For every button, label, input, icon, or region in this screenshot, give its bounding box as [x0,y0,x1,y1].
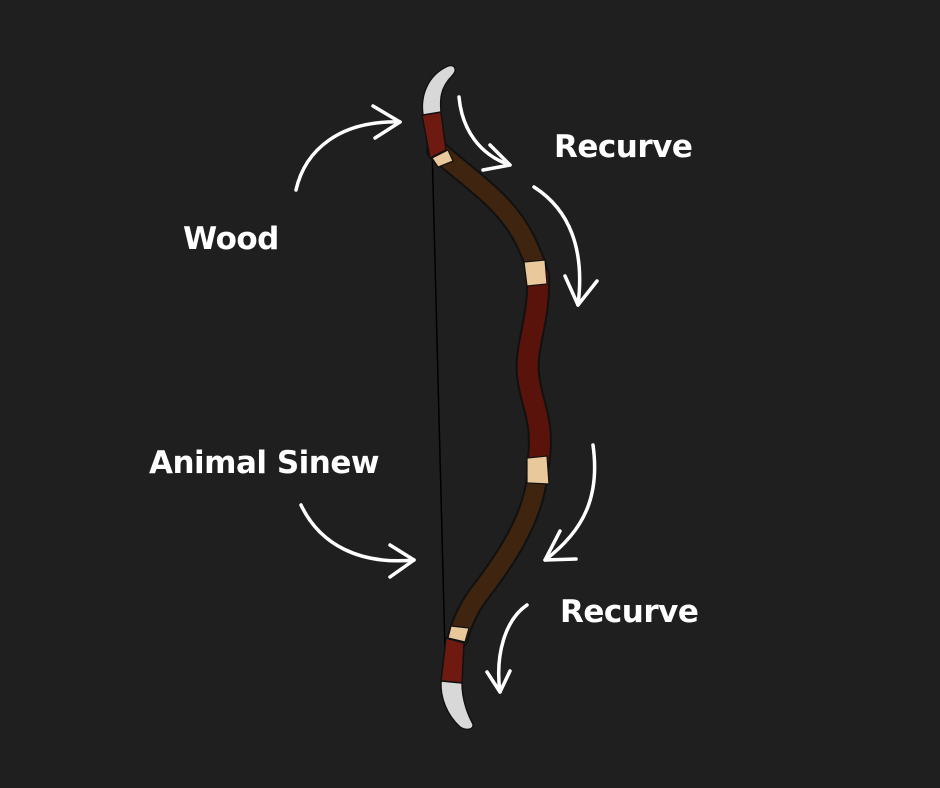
recurve-bottom-arrow-2 [496,603,529,694]
recurve-bottom-arrow-1-head [543,529,578,562]
wood-label: Wood [183,221,279,257]
lower-grip-binding [526,455,550,485]
recurve-top-label: Recurve [554,129,693,165]
upper-tip-wrap [421,111,447,160]
upper-grip-binding [523,259,548,287]
upper-horn-tip [421,64,456,116]
recurve-bottom-label: Recurve [560,594,699,630]
wood-arrow [294,120,402,192]
recurve-top-arrow-2 [532,185,582,307]
recurve-bottom-arrow-1 [543,443,597,562]
recurve-bottom-arrow-2-head [485,669,512,694]
recurve-top-arrow-1 [457,95,512,167]
recurve-top-arrow-2-head [563,274,599,307]
sinew-arrow [299,503,416,563]
lower-tip-binding [447,625,470,643]
sinew-arrow-head [388,543,416,579]
recurve-top-arrow-1-head [481,143,512,172]
upper-tip-binding [431,149,454,168]
lower-horn-tip [440,680,474,731]
animal-sinew-label: Animal Sinew [149,445,380,481]
bow-string [431,144,447,691]
wood-arrow-head [371,104,402,140]
